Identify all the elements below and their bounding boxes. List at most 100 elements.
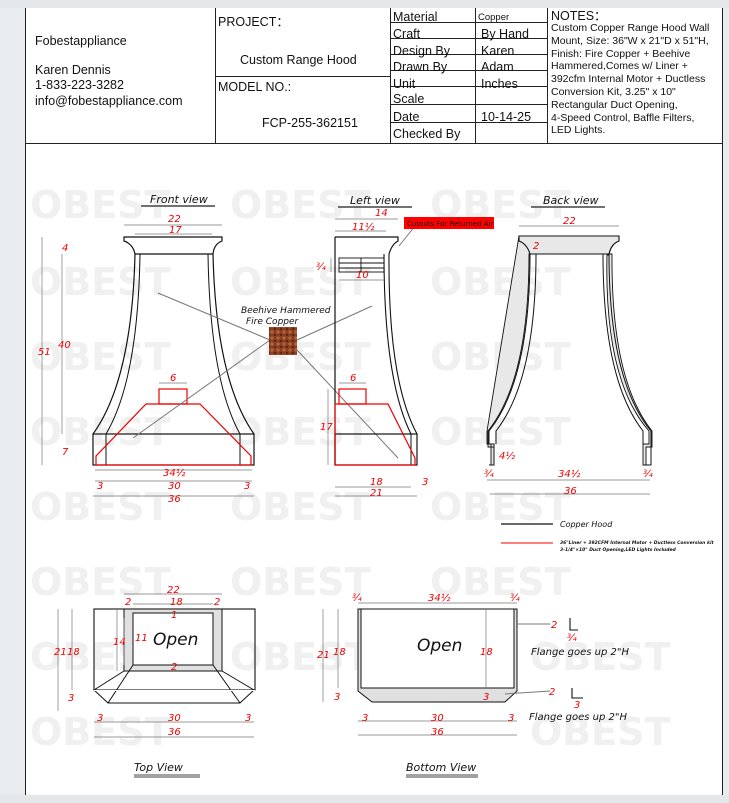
legend-label-liner: 36"Liner + 392CFM Internal Motor + Ductl…	[560, 540, 714, 546]
watermark-text: OBEST	[230, 485, 371, 529]
dim-bottom-left-flange: ¾	[352, 593, 362, 604]
dim-front-side-l: 3	[97, 481, 103, 492]
top-view-open-label: Open	[153, 630, 198, 650]
finish-label-line1: Beehive Hammered	[241, 306, 331, 316]
watermark-text: OBEST	[230, 335, 371, 379]
dim-front-cap-h: 4	[62, 243, 68, 254]
legend-label-copper: Copper Hood	[560, 520, 613, 529]
dim-top-side-r: 2	[214, 597, 220, 608]
spec-value-design-by: Karen	[481, 44, 515, 58]
dim-back-right-flange: ¾	[643, 469, 653, 480]
dim-back-notch: 4½	[499, 450, 515, 462]
dim-left-liner-h: 17	[320, 422, 333, 433]
model-label: MODEL NO.:	[218, 80, 292, 94]
dim-bottom-depth-left: 18	[333, 647, 346, 658]
spec-value-unit: Inches	[481, 77, 518, 91]
dim-bottom-bottom-mid: 30	[431, 713, 444, 724]
watermark-text: OBEST	[230, 410, 371, 454]
flange-note-1: Flange goes up 2"H	[531, 647, 630, 658]
dim-top-depth-outer: 21	[54, 647, 67, 658]
watermark-text: OBEST	[30, 183, 171, 227]
title-block	[25, 8, 723, 144]
viewer-bottom-bar	[0, 795, 729, 803]
watermark-text: OBEST	[530, 635, 671, 679]
spec-label-drawn-by: Drawn By	[393, 60, 448, 74]
viewer-top-bar	[0, 0, 729, 8]
contact-name: Karen Dennis	[35, 63, 111, 77]
dim-top-side-l: 2	[125, 597, 131, 608]
dim-top-back-wall: 2	[171, 662, 177, 673]
dim-flange-h2: 2	[549, 687, 555, 698]
dim-bottom-total-w: 36	[431, 727, 444, 738]
dim-left-top-inner: 11½	[352, 221, 375, 233]
watermark-text: OBEST	[30, 560, 171, 604]
notes-line: Custom Copper Range Hood Wall	[551, 22, 710, 34]
dim-front-duct: 6	[170, 373, 176, 384]
dim-bottom-depth-outer: 21	[317, 650, 330, 661]
top-view: Open 22 2 18 2 1 21 18 14 11 2 3 3 30 3 …	[54, 585, 256, 778]
notes-line: Hammered,Comes w/ Liner +	[551, 60, 688, 73]
dim-back-left-flange: ¾	[484, 469, 494, 480]
dim-front-mid: 30	[168, 481, 181, 492]
dim-bottom-depth-right: 18	[480, 647, 493, 658]
watermark-text: OBEST	[230, 560, 371, 604]
dim-back-top: 22	[563, 216, 576, 227]
company-name: Fobestappliance	[35, 34, 127, 48]
watermark-layer: OBEST OBEST OBEST OBEST OBEST OBEST OBES…	[30, 183, 671, 754]
dim-top-front-h: 3	[68, 693, 74, 704]
bottom-view-title: Bottom View	[406, 761, 476, 774]
spec-value-date: 10-14-25	[481, 110, 532, 124]
front-view: Front view 22 17 51 4 40 7 34½ 3 30 3 36…	[38, 193, 271, 505]
spec-label-design-by: Design By	[393, 44, 450, 58]
dim-top-depth-inner: 18	[67, 647, 80, 658]
finish-label-line2: Fire Copper	[246, 317, 300, 327]
notes-line: Rectangular Duct Opening,	[551, 98, 678, 111]
bottom-view: Open ¾ 34½ ¾ 21 18 18 3 3 3 30 3 36 2 ¾ …	[317, 592, 630, 778]
watermark-text: OBEST	[230, 635, 371, 679]
dim-flange-t1: ¾	[567, 633, 577, 644]
notes-line: 4-Speed Control, Baffle Filters,	[551, 111, 695, 124]
notes-line: LED Lights.	[551, 124, 606, 137]
dim-bottom-front-l: 3	[334, 692, 340, 703]
dim-top-inner: 18	[170, 597, 183, 608]
watermark-text: OBEST	[30, 335, 171, 379]
front-view-title: Front view	[150, 193, 208, 206]
project-label: PROJECT：	[218, 15, 289, 29]
copper-swatch	[269, 327, 297, 355]
dim-top-top: 22	[167, 585, 180, 596]
spec-label-checked-by: Checked By	[393, 127, 461, 141]
spec-label-craft: Craft	[393, 27, 421, 41]
legend-label-liner-2: 3-1/4"×10" Duct Opening,LED Lights Inclu…	[560, 547, 677, 553]
contact-email[interactable]: info@fobestappliance.com	[35, 94, 183, 108]
watermark-text: OBEST	[30, 710, 171, 754]
cutouts-callout-box	[404, 217, 494, 229]
dim-front-base-h: 7	[62, 447, 69, 458]
left-view-title: Left view	[350, 194, 400, 207]
dim-front-body-h: 40	[58, 340, 71, 351]
spec-label-date: Date	[393, 110, 420, 124]
dim-front-liner-w: 34½	[163, 467, 186, 479]
dim-bottom-inner: 34½	[428, 592, 451, 604]
spec-value-craft: By Hand	[481, 27, 529, 41]
dim-front-top-outer: 22	[168, 214, 181, 225]
dim-front-total-h: 51	[38, 347, 51, 358]
dim-bottom-front-r: 3	[483, 692, 489, 703]
spec-label-scale: Scale	[393, 92, 425, 106]
dim-top-bottom-r: 3	[245, 713, 251, 724]
contact-phone[interactable]: 1-833-223-3282	[35, 78, 124, 92]
spec-value-drawn-by: Adam	[481, 60, 514, 74]
spec-label-material: Material	[393, 10, 438, 24]
cutouts-callout-text: Cutouts For Returned Air	[407, 220, 494, 228]
dim-back-wall: 2	[533, 241, 539, 252]
watermark-text: OBEST	[430, 560, 571, 604]
left-view: Left view Cutouts For Returned Air 14 11…	[316, 194, 494, 499]
watermark-text: OBEST	[430, 410, 571, 454]
dim-back-inner: 34½	[558, 468, 581, 480]
watermark-text: OBEST	[30, 260, 171, 304]
dim-flange-h1: 2	[551, 620, 557, 631]
dim-bottom-right-flange: ¾	[510, 593, 520, 604]
notes-line: Mount, Size: 36"W x 21"D x 51"H,	[551, 34, 709, 47]
notes-title: NOTES：	[551, 9, 607, 23]
dim-left-base-w: 18	[370, 477, 383, 488]
watermark-text: OBEST	[30, 485, 171, 529]
